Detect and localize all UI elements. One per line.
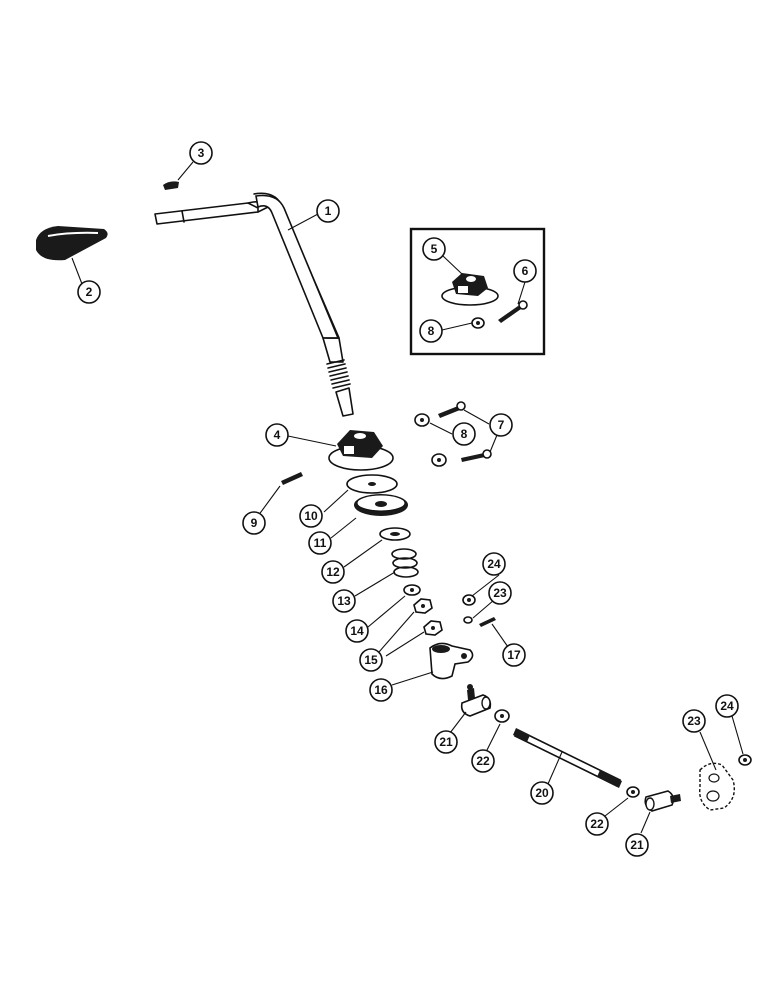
callout-7: 7 bbox=[489, 413, 513, 437]
callout-8-label: 8 bbox=[461, 427, 468, 441]
callout-14-label: 14 bbox=[350, 624, 364, 638]
shift-arm bbox=[429, 642, 474, 680]
adjusting-screws bbox=[438, 401, 492, 462]
spring bbox=[391, 548, 419, 578]
callout-21-lower: 21 bbox=[625, 833, 649, 857]
callout-16: 16 bbox=[369, 678, 393, 702]
callout-9-label: 9 bbox=[251, 516, 258, 530]
washer-10 bbox=[346, 474, 398, 494]
callout-23-lower-label: 23 bbox=[687, 714, 701, 728]
lever-socket-inset bbox=[441, 273, 499, 306]
rod-end-upper bbox=[460, 684, 492, 717]
nut-24-lower bbox=[738, 754, 752, 766]
roll-pin bbox=[281, 472, 303, 485]
callout-24-upper-label: 24 bbox=[487, 557, 501, 571]
woodruff-key bbox=[163, 181, 179, 190]
callout-15-label: 15 bbox=[364, 653, 378, 667]
callout-22-lower: 22 bbox=[585, 812, 609, 836]
callout-20: 20 bbox=[530, 781, 554, 805]
callout-14: 14 bbox=[345, 619, 369, 643]
callout-22-lower-label: 22 bbox=[590, 817, 604, 831]
callout-3-label: 3 bbox=[198, 146, 205, 160]
callout-5: 5 bbox=[422, 237, 446, 261]
callout-24-lower: 24 bbox=[715, 694, 739, 718]
callout-8: 8 bbox=[452, 422, 476, 446]
lever-socket bbox=[328, 430, 394, 471]
jam-nut-22-lower bbox=[626, 786, 640, 798]
callout-6-label: 6 bbox=[522, 264, 529, 278]
callout-5-label: 5 bbox=[431, 242, 438, 256]
callout-21-lower-label: 21 bbox=[630, 838, 644, 852]
rod-end-lower bbox=[644, 790, 681, 812]
shift-knob bbox=[36, 226, 108, 261]
callout-20-label: 20 bbox=[535, 786, 549, 800]
lever-threads bbox=[326, 359, 351, 389]
washer-11 bbox=[354, 494, 408, 516]
callout-10-label: 10 bbox=[304, 509, 318, 523]
callout-23-upper: 23 bbox=[488, 581, 512, 605]
washer-14 bbox=[403, 584, 421, 596]
leader-lines bbox=[71, 161, 744, 834]
callout-8-inset: 8 bbox=[419, 319, 443, 343]
jam-nuts bbox=[414, 413, 447, 467]
callout-15: 15 bbox=[359, 648, 383, 672]
callout-2: 2 bbox=[77, 280, 101, 304]
callout-13-label: 13 bbox=[337, 594, 351, 608]
callout-13: 13 bbox=[332, 589, 356, 613]
bracket-dashed bbox=[699, 762, 736, 811]
jam-nut-22-upper bbox=[494, 709, 510, 723]
callout-4: 4 bbox=[265, 423, 289, 447]
callout-22-upper: 22 bbox=[471, 749, 495, 773]
callout-2-label: 2 bbox=[86, 285, 93, 299]
callout-11: 11 bbox=[308, 531, 332, 555]
callout-9: 9 bbox=[242, 511, 266, 535]
callout-1: 1 bbox=[316, 199, 340, 223]
callout-17-label: 17 bbox=[507, 648, 521, 662]
callout-11-label: 11 bbox=[314, 536, 327, 550]
callout-23-lower: 23 bbox=[682, 709, 706, 733]
callout-7-label: 7 bbox=[498, 418, 505, 432]
callout-24-lower-label: 24 bbox=[720, 699, 734, 713]
callout-12-label: 12 bbox=[326, 565, 340, 579]
shift-lever bbox=[154, 192, 354, 417]
callout-3: 3 bbox=[189, 141, 213, 165]
callout-1-label: 1 bbox=[325, 204, 332, 218]
screw-inset bbox=[498, 300, 528, 323]
callout-23-upper-label: 23 bbox=[493, 586, 507, 600]
callout-16-label: 16 bbox=[374, 683, 388, 697]
callout-21-upper: 21 bbox=[434, 730, 458, 754]
callout-4-label: 4 bbox=[274, 428, 281, 442]
nut-24-upper bbox=[462, 594, 476, 606]
cotter-pin bbox=[479, 617, 496, 627]
washer-12 bbox=[379, 527, 411, 541]
callout-24-upper: 24 bbox=[482, 552, 506, 576]
nuts-15 bbox=[413, 598, 443, 636]
nut-inset bbox=[471, 317, 485, 329]
callout-21-upper-label: 21 bbox=[439, 735, 453, 749]
callout-22-upper-label: 22 bbox=[476, 754, 490, 768]
washer-23-upper bbox=[463, 616, 473, 624]
callout-17: 17 bbox=[502, 643, 526, 667]
callout-10: 10 bbox=[299, 504, 323, 528]
callout-6: 6 bbox=[513, 259, 537, 283]
callout-8-inset-label: 8 bbox=[428, 324, 435, 338]
threaded-rod bbox=[513, 728, 622, 788]
callout-12: 12 bbox=[321, 560, 345, 584]
